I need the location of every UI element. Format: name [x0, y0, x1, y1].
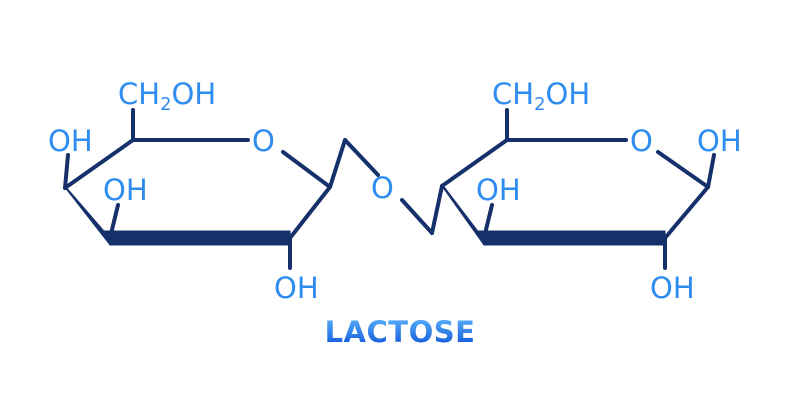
- right-ring-oxygen-label: O: [630, 124, 653, 158]
- left-ring: [63, 108, 380, 270]
- left-ring-bond-c2-c1: [288, 185, 332, 240]
- atom-labels: CH2OH OH O OH OH O CH2OH O OH OH OH: [48, 77, 742, 305]
- left-ring-wedge-c3-c2: [102, 230, 291, 246]
- right-c1-hydroxyl-label: OH: [697, 124, 742, 158]
- glycosidic-bond-to-c4: [430, 184, 444, 235]
- left-ring-bond-ring-oxygen-c1: [281, 150, 332, 189]
- right-ring-bond-ring-oxygen-c1: [656, 150, 710, 189]
- glycosidic-bond-up: [328, 138, 347, 189]
- left-c3-to-oh-bond: [108, 203, 120, 240]
- left-c3-hydroxyl-label: OH: [103, 173, 148, 207]
- glycosidic-oxygen-label: O: [371, 171, 394, 205]
- glycosidic-bond-from-oxygen: [400, 198, 434, 235]
- left-ring-bond-c4-c5: [63, 138, 135, 190]
- right-c1-to-oh-bond: [706, 153, 716, 189]
- left-ring-oxygen-label: O: [252, 124, 275, 158]
- right-ring-wedge-c3-c2: [476, 230, 666, 246]
- right-ring-bond-c2-c1: [663, 185, 710, 240]
- right-ch2oh-label: CH2OH: [492, 77, 590, 115]
- right-ring: [400, 108, 716, 270]
- molecule-title: LACTOSE: [325, 315, 476, 349]
- right-ring-bond-c4-c5: [440, 138, 509, 188]
- glycosidic-bond-to-oxygen: [343, 138, 380, 177]
- right-c2-hydroxyl-label: OH: [650, 271, 695, 305]
- left-ch2oh-label: CH2OH: [118, 77, 216, 115]
- left-c2-hydroxyl-label: OH: [274, 271, 319, 305]
- left-c4-hydroxyl-label: OH: [48, 124, 93, 158]
- right-c3-to-oh-bond: [482, 203, 494, 240]
- left-c4-to-oh-bond: [63, 153, 70, 190]
- right-c3-hydroxyl-label: OH: [476, 173, 521, 207]
